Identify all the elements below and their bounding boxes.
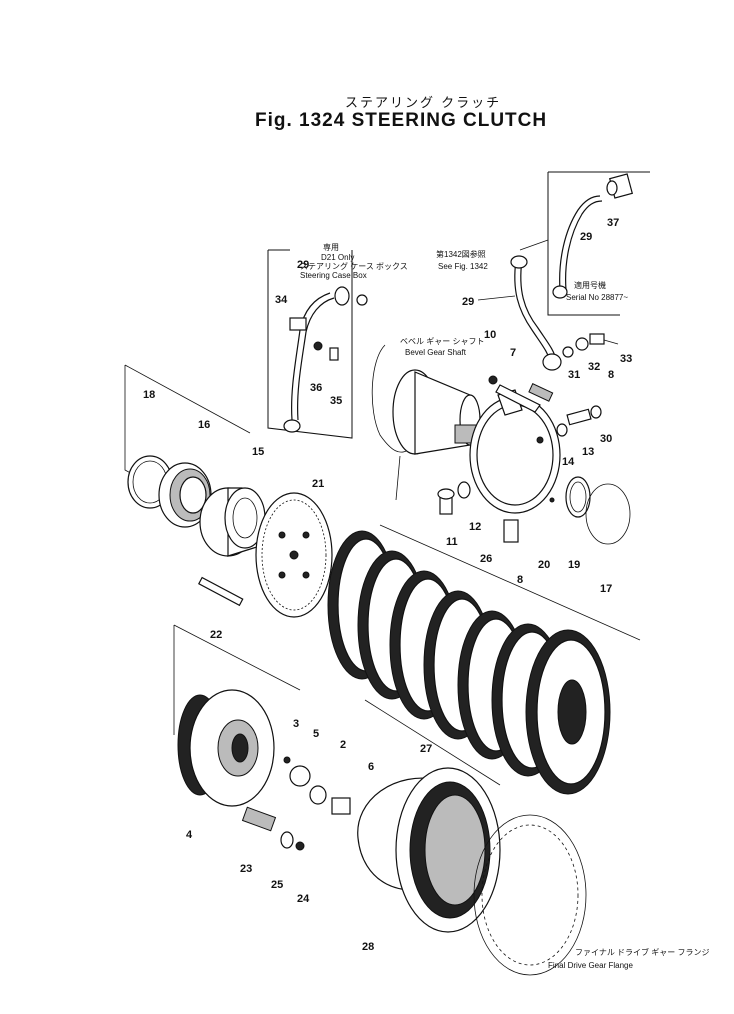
part-number-25: 25 (271, 879, 283, 891)
serial-label-jp: 適用号機 (574, 280, 606, 290)
outer-drum-28 (357, 767, 501, 933)
inset-serial-pipe (547, 171, 650, 316)
clutch-drum-4 (177, 689, 275, 807)
part-number-37: 37 (607, 217, 619, 229)
pin-3 (283, 756, 291, 764)
part-number-30: 30 (600, 433, 612, 445)
part-number-29a: 29 (297, 259, 309, 271)
part-number-14: 14 (562, 456, 575, 468)
bolt-11-head (437, 488, 455, 500)
washer-5 (289, 765, 311, 787)
part-number-32: 32 (588, 361, 600, 373)
part-number-15: 15 (252, 446, 264, 458)
part-number-16: 16 (198, 419, 210, 431)
lockwasher-2 (309, 785, 327, 805)
bolt-22 (198, 576, 244, 607)
bolt-6 (331, 797, 351, 815)
part-number-27: 27 (420, 743, 432, 755)
leader-line (477, 295, 516, 301)
part-number-28: 28 (362, 941, 374, 953)
clutch-plate-stack (327, 530, 611, 795)
part-number-19: 19 (568, 559, 580, 571)
part-number-33: 33 (620, 353, 632, 365)
steering-case-box-label: Steering Case Box (300, 271, 367, 280)
part-number-8b: 8 (517, 574, 523, 586)
bevel-gear-shaft-label-jp: ベベル ギャー シャフト (400, 337, 484, 346)
hydraulic-pipe (510, 255, 619, 371)
part-number-17: 17 (600, 583, 612, 595)
spring-8 (528, 383, 554, 402)
guide-line (124, 364, 251, 434)
nut-24 (295, 841, 305, 851)
washer-25 (280, 831, 294, 849)
part-number-6: 6 (368, 761, 374, 773)
part-number-13: 13 (582, 446, 594, 458)
hub-15 (199, 487, 266, 557)
part-number-11: 11 (446, 536, 458, 548)
washer-14 (556, 423, 568, 437)
snap-ring-17 (585, 483, 631, 545)
figure-title-japanese: ステアリング クラッチ (345, 96, 502, 111)
part-number-10: 10 (484, 329, 496, 341)
d21-only-label: D21 Only (321, 253, 354, 262)
steering-case-box-label-jp: ステアリング ケース ボックス (300, 261, 408, 271)
part-number-29b: 29 (580, 231, 592, 243)
part-number-20: 20 (538, 559, 550, 571)
figure-title: Fig. 1324 STEERING CLUTCH (255, 110, 548, 131)
part-number-8a: 8 (608, 369, 614, 381)
part-number-4: 4 (186, 829, 193, 841)
part-number-23: 23 (240, 863, 252, 875)
bevel-gear-shaft-label: Bevel Gear Shaft (405, 348, 467, 357)
bolt-13 (566, 408, 592, 426)
part-number-35: 35 (330, 395, 342, 407)
part-number-22: 22 (210, 629, 222, 641)
nipple-8 (503, 519, 519, 543)
final-drive-label-jp: ファイナル ドライブ ギャー フランジ (575, 947, 710, 957)
see-fig-label: See Fig. 1342 (438, 262, 488, 271)
d21-only-label-jp: 専用 (323, 242, 339, 252)
final-drive-label: Final Drive Gear Flange (548, 961, 633, 970)
inset-d21-pipe (267, 249, 368, 439)
final-drive-gear-flange (473, 814, 587, 976)
see-fig-label-jp: 第1342図参照 (436, 249, 486, 259)
part-number-5: 5 (313, 728, 319, 740)
part-number-7: 7 (510, 347, 516, 359)
part-number-34: 34 (275, 294, 288, 306)
part-number-12: 12 (469, 521, 481, 533)
part-number-3: 3 (293, 718, 299, 730)
guide-line (173, 624, 301, 691)
part-number-2: 2 (340, 739, 346, 751)
part-number-21: 21 (312, 478, 324, 490)
washer-12 (457, 481, 471, 499)
brake-band (469, 384, 561, 514)
pin-20 (549, 497, 555, 503)
part-number-26: 26 (480, 553, 492, 565)
guide-line (379, 524, 641, 641)
part-number-18: 18 (143, 389, 155, 401)
part-number-29c: 29 (462, 296, 474, 308)
part-number-24: 24 (297, 893, 310, 905)
clutch-disc-21 (255, 492, 333, 618)
bevel-gear-shaft (371, 344, 482, 501)
spring-23 (241, 806, 277, 832)
washer-30 (590, 405, 602, 419)
nut-10 (488, 375, 498, 385)
serial-label: Serial No 28877~ (566, 293, 628, 302)
part-number-36: 36 (310, 382, 322, 394)
part-number-31: 31 (568, 369, 580, 381)
guide-line (364, 699, 501, 786)
leader-line (519, 239, 549, 251)
